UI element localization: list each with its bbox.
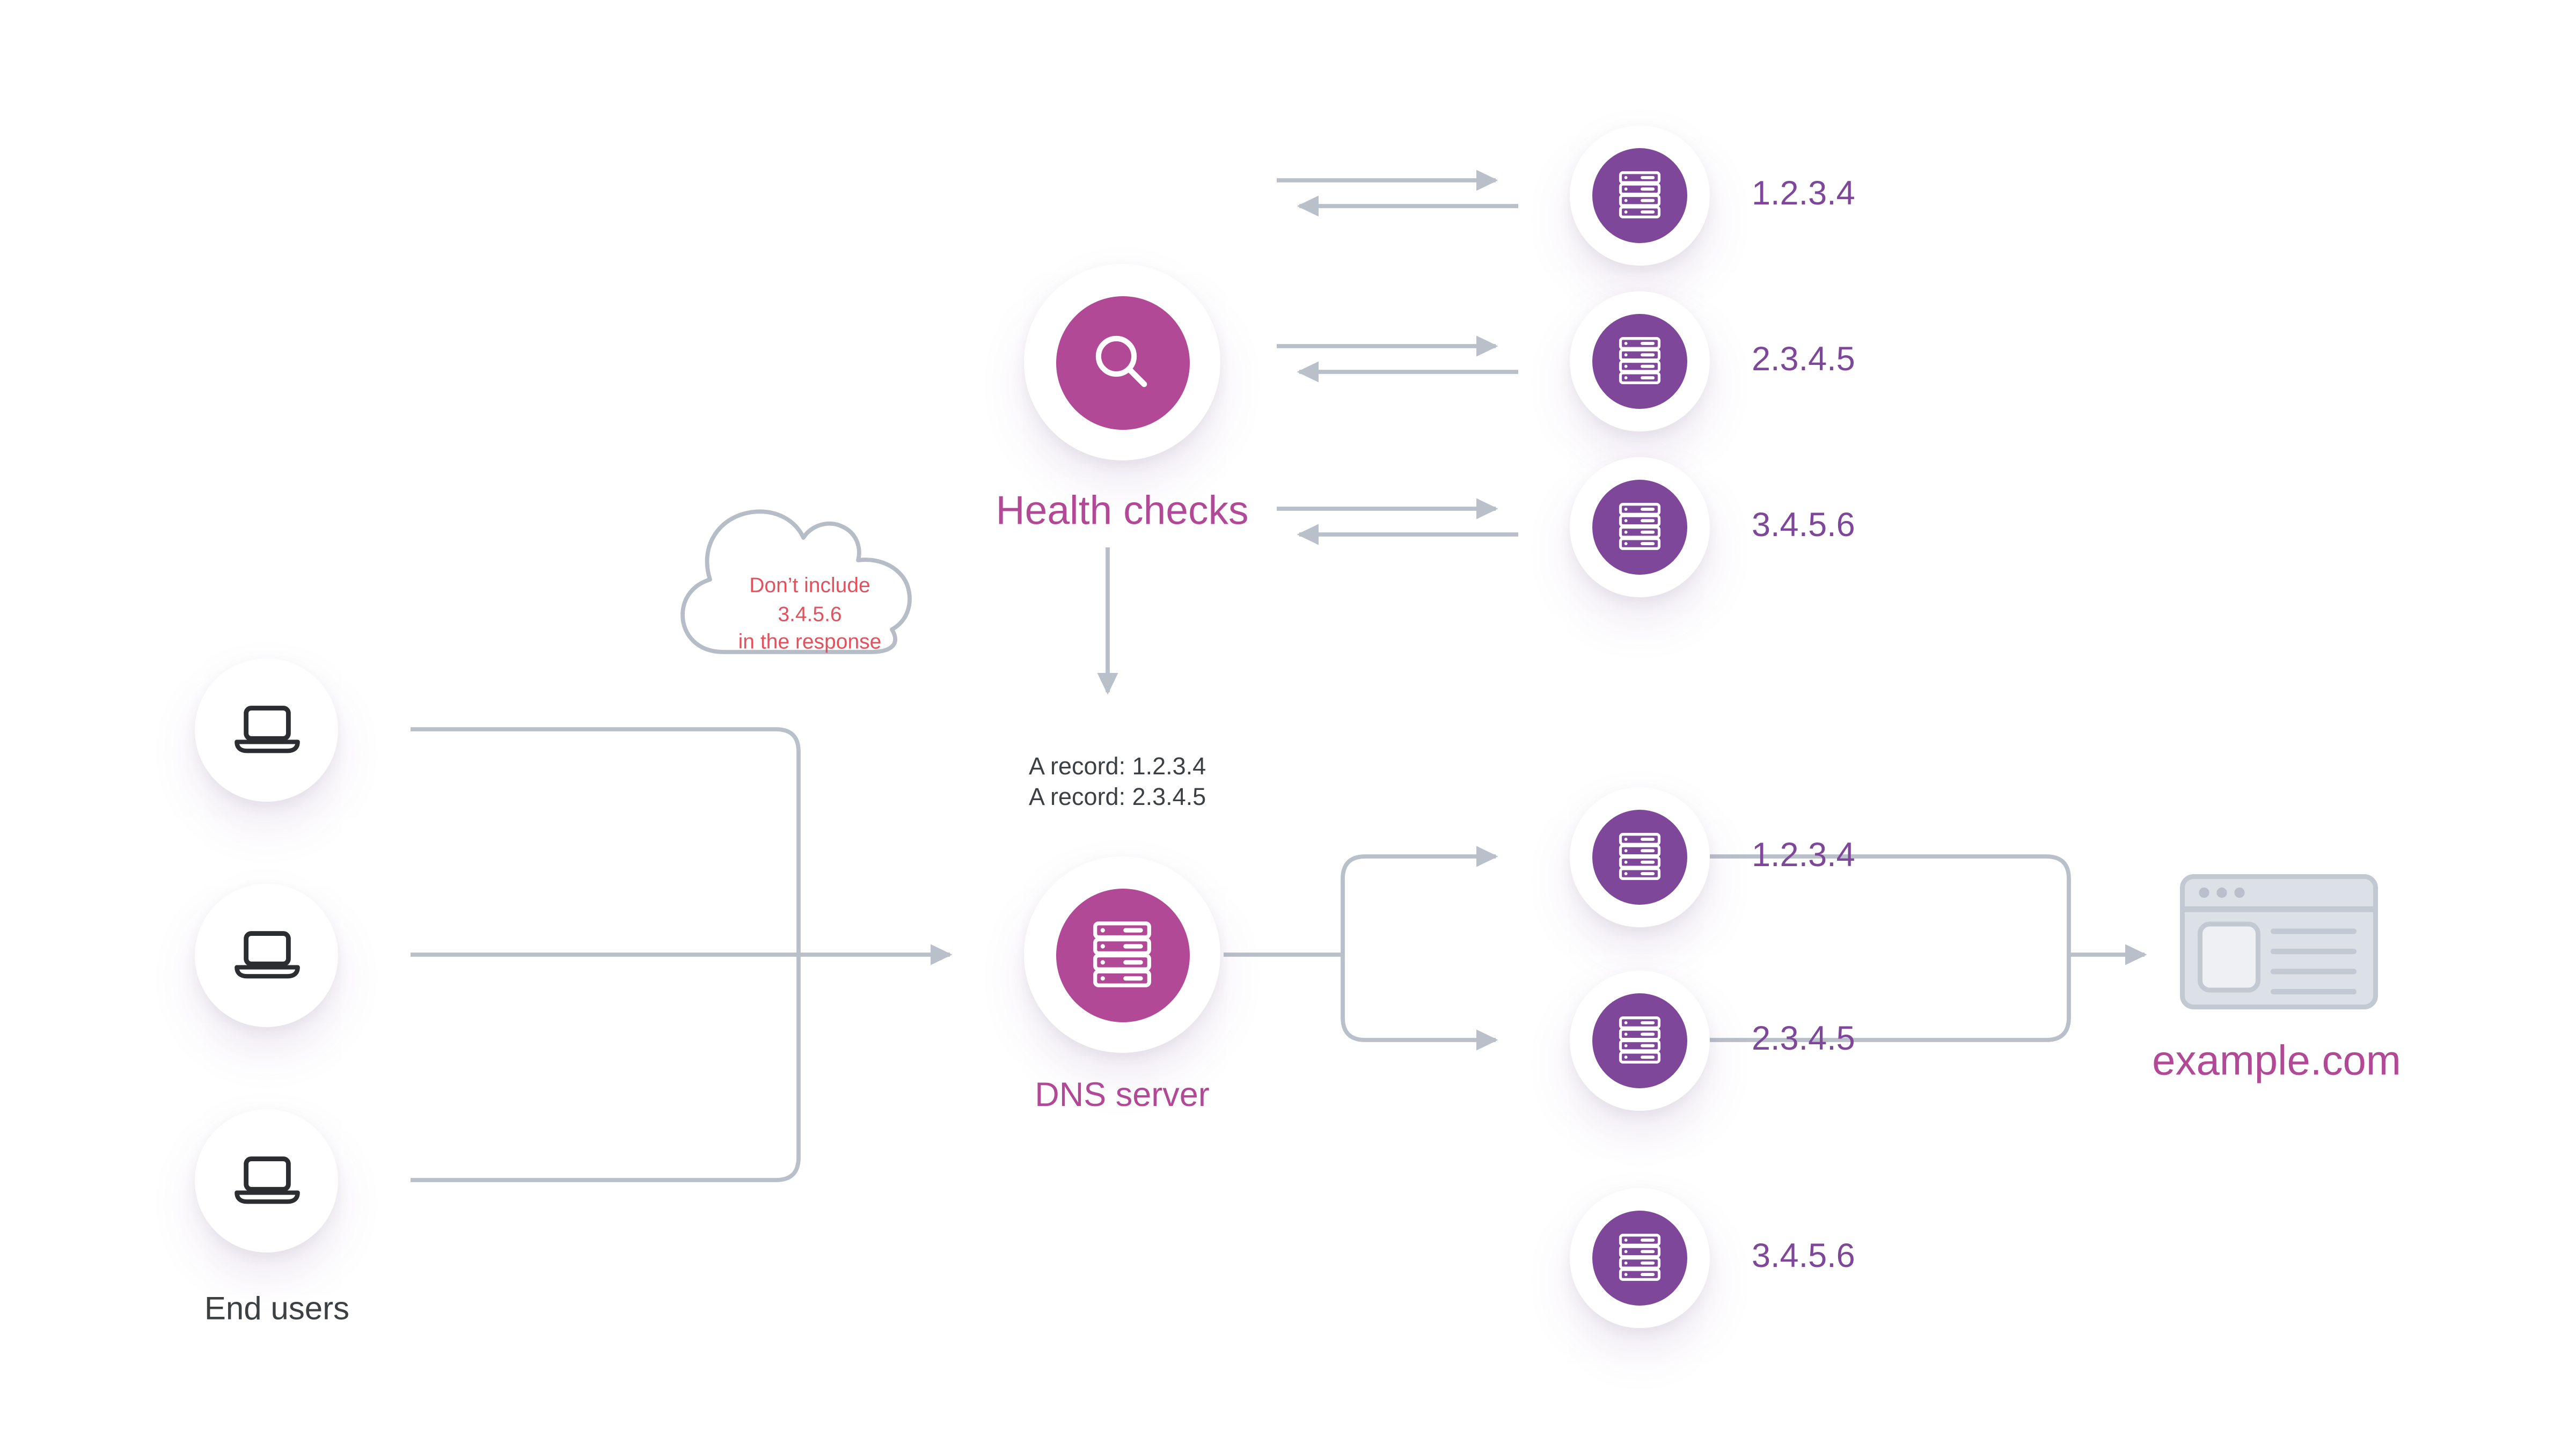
server-node-3456-excluded (1570, 1188, 1710, 1328)
ip-label-resolved-1: 1.2.3.4 (1752, 837, 1855, 874)
server-icon (1619, 1016, 1661, 1064)
magnifier-icon (1095, 335, 1147, 387)
server-icon (1619, 337, 1661, 384)
server-icon (1619, 503, 1661, 550)
laptop-icon (233, 1156, 299, 1204)
website-node (2180, 874, 2378, 1009)
ip-label-checked-2: 2.3.4.5 (1752, 341, 1855, 378)
dns-branch-arrow-1 (1341, 846, 1498, 955)
health-checks-node (1024, 264, 1220, 460)
health-checks-circle (1055, 295, 1189, 429)
server-node-1234-checked (1570, 126, 1710, 266)
a-record-line1: A record: 1.2.3.4 (1029, 753, 1206, 781)
ip-label-checked-1: 1.2.3.4 (1752, 175, 1855, 213)
end-user-node-1 (195, 658, 338, 802)
website-label: example.com (2152, 1036, 2401, 1085)
dns-server-node (1024, 856, 1220, 1053)
server-circle (1592, 1211, 1687, 1306)
server-icon (1619, 171, 1661, 218)
server-icon (1619, 833, 1661, 880)
cloud-note-line1: Don’t include (749, 573, 870, 597)
dns-branch-arrow-2 (1341, 955, 1498, 1051)
end-user-node-2 (195, 884, 338, 1027)
server-circle (1592, 314, 1687, 409)
laptop-icon (233, 706, 299, 753)
server-circle (1592, 993, 1687, 1088)
server-node-2345-resolved (1570, 971, 1710, 1111)
health-checks-label: Health checks (996, 488, 1249, 534)
server-circle (1592, 148, 1687, 243)
cloud-note-line3: in the response (738, 629, 882, 654)
dns-server-label: DNS server (1035, 1077, 1210, 1114)
server-node-3456-checked (1570, 457, 1710, 597)
dns-server-circle (1055, 888, 1189, 1022)
endusers-bracket-line (411, 727, 801, 1182)
server-node-1234-resolved (1570, 787, 1710, 927)
laptop-icon (233, 931, 299, 979)
server-node-2345-checked (1570, 291, 1710, 431)
cloud-note: Don’t include 3.4.5.6 in the response (738, 571, 882, 656)
ip-label-checked-3: 3.4.5.6 (1752, 507, 1855, 544)
end-users-label: End users (204, 1292, 350, 1328)
dns-response-text: A record: 1.2.3.4 A record: 2.3.4.5 (1029, 752, 1206, 813)
end-user-node-3 (195, 1109, 338, 1252)
cloud-note-line2: 3.4.5.6 (778, 600, 842, 625)
server-circle (1592, 480, 1687, 575)
ip-label-excluded: 3.4.5.6 (1752, 1238, 1855, 1275)
browser-window-icon (2180, 874, 2378, 1009)
cloud-icon (680, 509, 912, 654)
server-icon (1619, 1234, 1661, 1281)
a-record-line2: A record: 2.3.4.5 (1029, 784, 1206, 811)
server-circle (1592, 810, 1687, 905)
ip-label-resolved-2: 2.3.4.5 (1752, 1021, 1855, 1058)
server-icon (1093, 920, 1151, 987)
